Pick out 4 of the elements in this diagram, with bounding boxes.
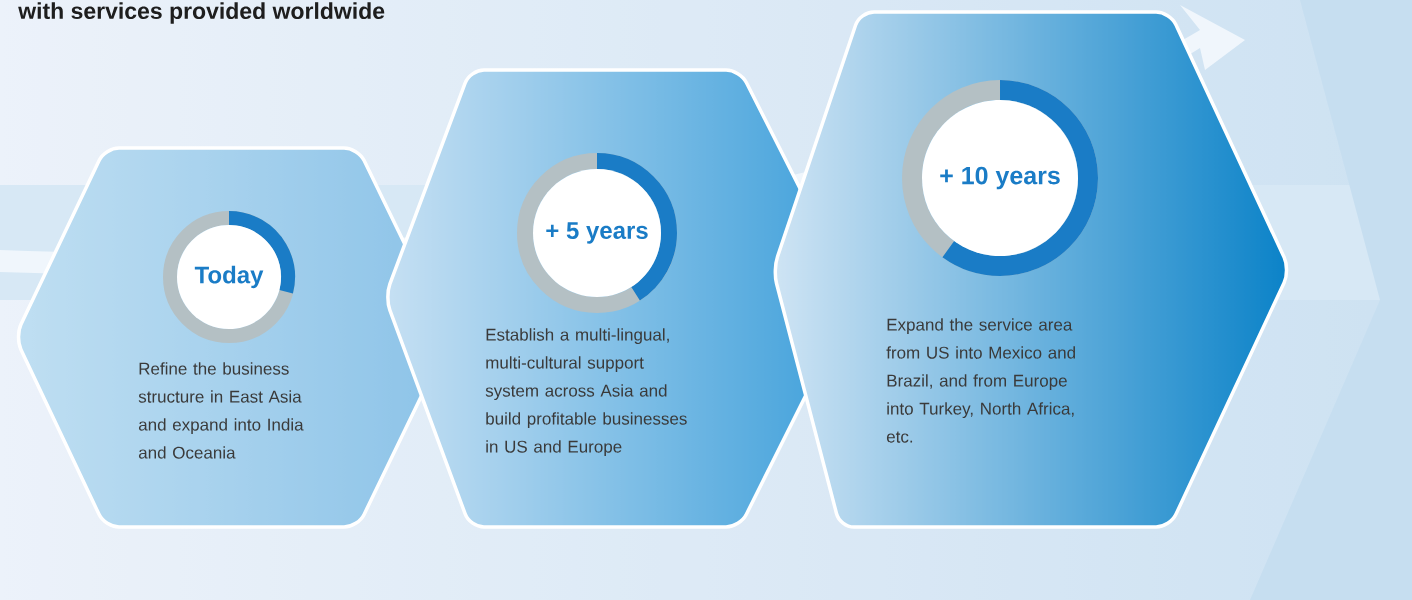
progress-ring: + 10 years [902,80,1098,276]
title: with services provided worldwide [18,2,385,24]
progress-ring: + 5 years [517,153,677,313]
progress-ring: Today [163,211,295,343]
